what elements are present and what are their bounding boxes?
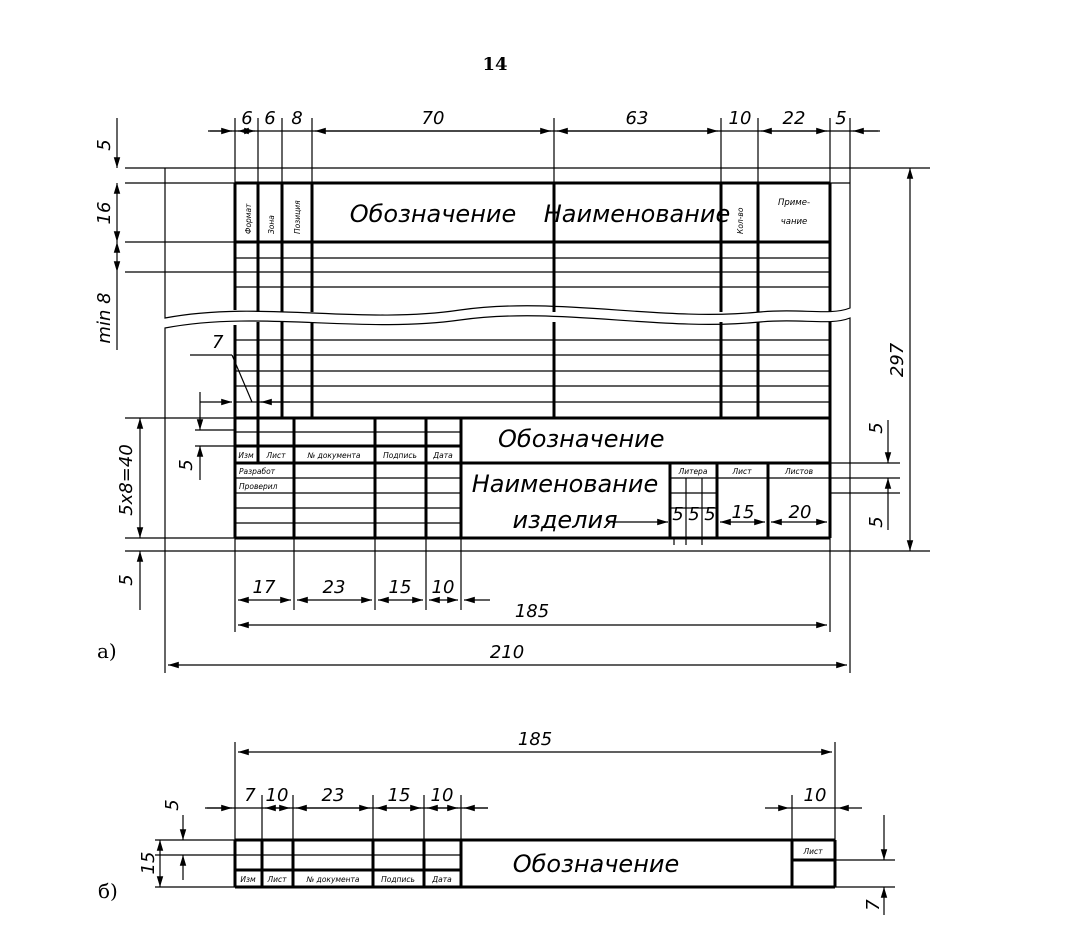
fig-b-dim-23: 23 bbox=[322, 785, 345, 806]
stamp-row-checked: Проверил bbox=[239, 482, 278, 491]
dim-sheet-width: 15 bbox=[732, 502, 755, 523]
stamp-col-list: Лист bbox=[265, 451, 286, 460]
stamp-col-sign: Подпись bbox=[383, 451, 417, 460]
drawing-line bbox=[231, 354, 253, 403]
dim-zone: 6 bbox=[264, 108, 275, 129]
litera-cell-3: 5 bbox=[704, 504, 715, 525]
stamp-col-date: Дата bbox=[432, 451, 453, 460]
fig-b-dim-7: 7 bbox=[244, 785, 256, 806]
figure-b: 185 7 10 23 15 10 10 bbox=[98, 729, 895, 915]
fig-b-dim-right-side: 7 bbox=[863, 899, 884, 911]
header-name: Наименование bbox=[544, 200, 731, 228]
header-note-1: Приме- bbox=[778, 198, 810, 208]
dim-position: 8 bbox=[291, 108, 302, 129]
dim-note: 22 bbox=[783, 108, 806, 129]
fig-b-dim-10: 10 bbox=[266, 785, 289, 806]
page-number: 14 bbox=[482, 54, 507, 75]
dim-bottom-23: 23 bbox=[323, 577, 346, 598]
stamp-sheets: Листов bbox=[784, 467, 813, 476]
dim-name: 63 bbox=[626, 108, 649, 129]
dim-total-width: 210 bbox=[490, 642, 524, 663]
fig-b-col-sign: Подпись bbox=[381, 875, 415, 884]
dim-format: 6 bbox=[241, 108, 252, 129]
stamp-row-developed: Разработ bbox=[239, 467, 276, 476]
dim-height: 297 bbox=[887, 342, 908, 377]
dim-left-row-min: min 8 bbox=[94, 292, 115, 343]
fig-b-col-date: Дата bbox=[431, 875, 452, 884]
sheet-outline-top bbox=[164, 168, 851, 319]
stamp-litera: Литера bbox=[678, 467, 708, 476]
dim-left-top-margin: 5 bbox=[94, 139, 115, 150]
header-designation: Обозначение bbox=[350, 200, 517, 228]
fig-b-col-doc: № документа bbox=[305, 875, 359, 884]
fig-b-dim-left-height: 15 bbox=[138, 852, 159, 875]
dim-margin: 5 bbox=[835, 108, 846, 129]
header-position: Позиция bbox=[293, 200, 302, 234]
dim-left-stamp: 5x8=40 bbox=[116, 444, 137, 516]
dim-left-header-row: 16 bbox=[94, 202, 115, 225]
figure-b-label: б) bbox=[98, 879, 118, 903]
header-qty: Кол-во bbox=[736, 207, 745, 234]
fig-b-width: 185 bbox=[518, 729, 552, 750]
fig-b-dim-left-top: 5 bbox=[162, 799, 183, 810]
dim-sheets-width: 20 bbox=[789, 502, 812, 523]
dim-stamp-row: 5 bbox=[176, 459, 197, 470]
fig-b-dim-15: 15 bbox=[388, 785, 411, 806]
header-zone: Зона bbox=[267, 215, 276, 234]
dim-bottom-10: 10 bbox=[432, 577, 455, 598]
fig-b-dim-right: 10 bbox=[804, 785, 827, 806]
figure-a: 6 6 8 70 63 10 22 5 Формат Зона Позиция … bbox=[94, 108, 930, 673]
dim-frame-width: 185 bbox=[515, 601, 549, 622]
dim-bottom-15: 15 bbox=[389, 577, 412, 598]
stamp-sheet: Лист bbox=[731, 467, 752, 476]
stamp-col-doc: № документа bbox=[306, 451, 360, 460]
dim-right-row1: 5 bbox=[866, 422, 887, 433]
dim-left-bottom: 5 bbox=[116, 574, 137, 585]
dim-leader: 7 bbox=[212, 332, 224, 353]
figure-a-label: а) bbox=[97, 639, 117, 663]
stamp-name-1: Наименование bbox=[472, 470, 659, 498]
fig-b-dim-10b: 10 bbox=[431, 785, 454, 806]
dim-right-row2: 5 bbox=[866, 516, 887, 527]
fig-b-col-izm: Изм bbox=[240, 875, 256, 884]
dim-qty: 10 bbox=[729, 108, 752, 129]
header-format: Формат bbox=[244, 203, 253, 234]
header-note-2: чание bbox=[781, 217, 808, 227]
fig-b-sheet: Лист bbox=[802, 847, 823, 856]
fig-b-designation: Обозначение bbox=[513, 850, 680, 878]
stamp-col-izm: Изм bbox=[238, 451, 254, 460]
litera-cell-1: 5 bbox=[672, 504, 683, 525]
sheet-outline-bottom bbox=[164, 315, 851, 673]
litera-cell-2: 5 bbox=[688, 504, 699, 525]
stamp-designation: Обозначение bbox=[498, 425, 665, 453]
fig-b-col-list: Лист bbox=[266, 875, 287, 884]
dim-designation: 70 bbox=[422, 108, 445, 129]
stamp-name-2: изделия bbox=[512, 506, 617, 534]
dim-bottom-17: 17 bbox=[253, 577, 276, 598]
